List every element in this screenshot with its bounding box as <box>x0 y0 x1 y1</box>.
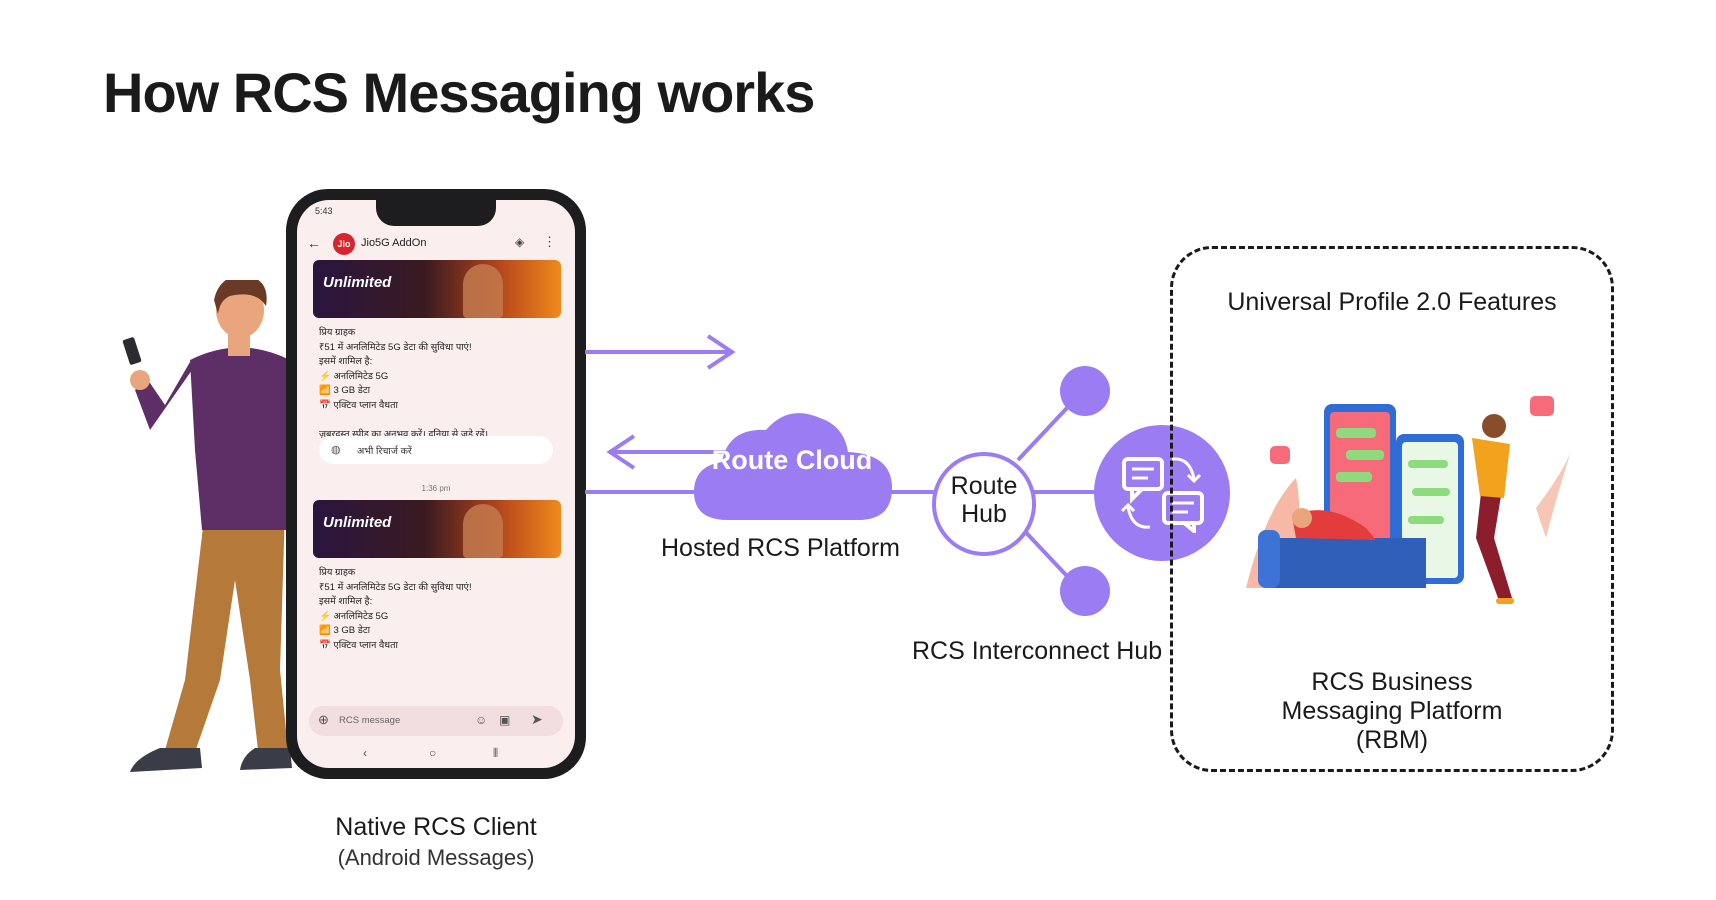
smartphone: 5:43 ← Jio Jio5G AddOn ◈ ⋮ Unlimited प्र… <box>286 189 586 779</box>
nav-back-icon[interactable]: ‹ <box>363 746 367 760</box>
route-cloud-shape <box>694 413 892 520</box>
globe-icon: ◍ <box>331 444 341 456</box>
route-cloud-label: Route Cloud <box>711 445 873 475</box>
phone-screen: 5:43 ← Jio Jio5G AddOn ◈ ⋮ Unlimited प्र… <box>297 200 575 768</box>
rbm-illustration <box>1246 396 1572 604</box>
back-arrow-icon[interactable]: ← <box>307 235 321 251</box>
chat-exchange-node <box>1094 425 1230 561</box>
add-icon[interactable]: ⊕ <box>318 712 329 727</box>
client-sublabel: (Android Messages) <box>337 845 535 870</box>
rbm-platform-box <box>1170 246 1614 772</box>
message-body: प्रिय ग्राहक ₹51 में अनलिमिटेड 5G डेटा क… <box>319 327 489 440</box>
rbm-label: RCS Business Messaging Platform (RBM) <box>1281 668 1503 754</box>
promo-banner[interactable]: Unlimited <box>313 260 561 318</box>
more-vert-icon[interactable]: ⋮ <box>543 234 556 249</box>
banner-text: Unlimited <box>323 274 392 291</box>
interconnect-label: RCS Interconnect Hub <box>912 637 1163 665</box>
banner-model-image <box>463 264 503 318</box>
route-hub-circle <box>932 452 1036 556</box>
hosted-platform-label: Hosted RCS Platform <box>661 534 900 562</box>
nav-home-icon[interactable]: ○ <box>429 746 437 760</box>
recharge-action-chip[interactable]: ◍ अभी रिचार्ज करें <box>319 436 553 464</box>
gallery-icon[interactable]: ▣ <box>499 713 511 727</box>
hub-node-bottom <box>1060 566 1110 616</box>
compose-input[interactable]: RCS message <box>339 715 401 726</box>
send-icon[interactable]: ➤ <box>531 711 543 727</box>
emoji-icon[interactable]: ☺ <box>475 713 488 727</box>
banner-text: Unlimited <box>323 514 392 531</box>
chat-bubbles-icon <box>1120 457 1204 533</box>
app-bar: ← Jio Jio5G AddOn ◈ ⋮ <box>297 226 575 260</box>
message-body: प्रिय ग्राहक ₹51 में अनलिमिटेड 5G डेटा क… <box>319 567 472 651</box>
jio-logo: Jio <box>333 233 355 255</box>
promo-banner[interactable]: Unlimited <box>313 500 561 558</box>
client-label: Native RCS Client <box>335 813 537 841</box>
hub-node-top <box>1060 366 1110 416</box>
page-title: How RCS Messaging works <box>103 61 815 124</box>
conversation-title: Jio5G AddOn <box>361 237 427 249</box>
up-features-label: Universal Profile 2.0 Features <box>1227 288 1557 316</box>
shield-icon[interactable]: ◈ <box>515 235 525 249</box>
route-hub-label: Route Hub <box>950 472 1018 528</box>
status-time: 5:43 <box>315 206 333 216</box>
nav-recents-icon[interactable]: ⫴ <box>493 746 499 760</box>
message-timestamp: 1:36 pm <box>421 484 451 493</box>
banner-model-image <box>463 504 503 558</box>
compose-bar[interactable]: ⊕ RCS message ☺ ▣ ➤ <box>309 706 563 736</box>
android-nav-bar: ‹ ○ ⫴ <box>297 742 575 768</box>
phone-notch <box>376 200 496 226</box>
